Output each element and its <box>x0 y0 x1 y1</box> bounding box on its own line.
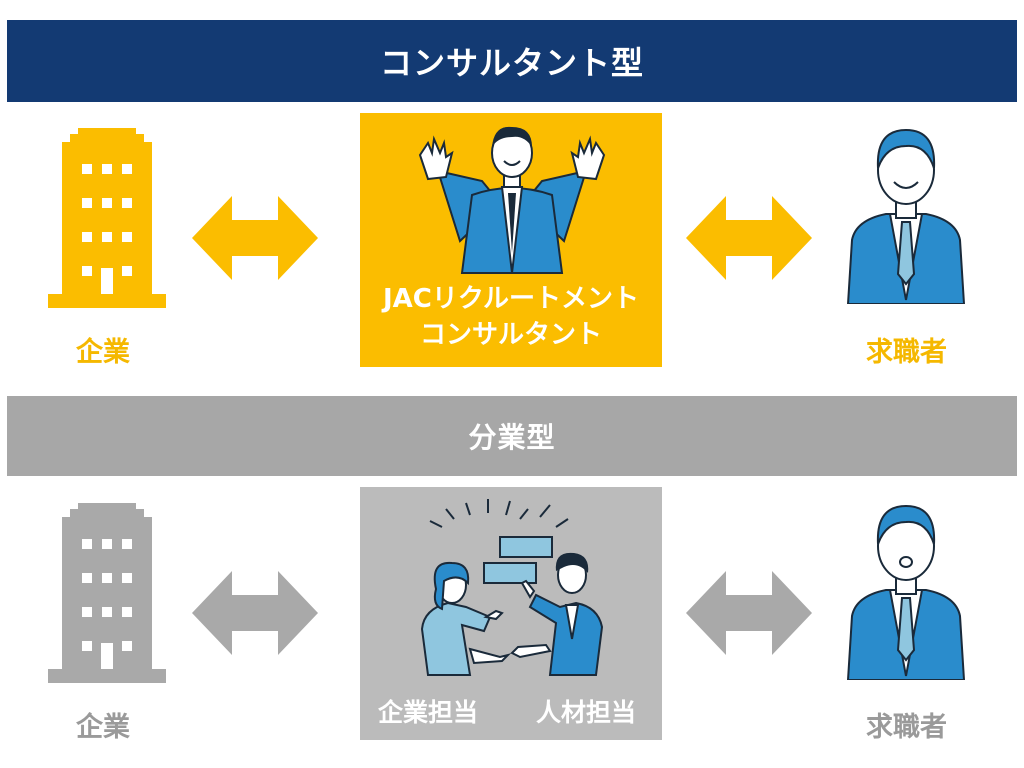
consultant-text-line2: コンサルタント <box>419 320 602 350</box>
candidate-rep-label: 人材担当 <box>536 698 637 727</box>
division-box: 企業担当 人材担当 <box>360 487 662 740</box>
conversation-icon <box>420 499 604 676</box>
jobseeker-label-division: 求職者 <box>866 712 947 743</box>
company-label-consultant: 企業 <box>76 337 130 368</box>
double-arrow-icon <box>686 196 812 280</box>
division-type-banner: 分業型 <box>7 396 1017 476</box>
company-label-division: 企業 <box>76 712 130 743</box>
consultant-type-banner: コンサルタント型 <box>7 20 1017 102</box>
jobseeker-label-consultant: 求職者 <box>866 337 947 368</box>
jobseeker-icon <box>846 504 966 680</box>
corporate-rep-label: 企業担当 <box>378 698 479 727</box>
double-arrow-icon <box>192 571 318 655</box>
consultant-text-line1: JACリクルートメント <box>382 284 640 314</box>
jobseeker-icon <box>846 128 966 304</box>
division-type-title: 分業型 <box>468 421 556 454</box>
businessman-icon <box>418 126 606 274</box>
building-icon <box>48 128 166 308</box>
building-icon <box>48 503 166 683</box>
double-arrow-icon <box>192 196 318 280</box>
double-arrow-icon <box>686 571 812 655</box>
consultant-box: JACリクルートメント コンサルタント <box>360 113 662 367</box>
consultant-type-title: コンサルタント型 <box>379 44 644 82</box>
